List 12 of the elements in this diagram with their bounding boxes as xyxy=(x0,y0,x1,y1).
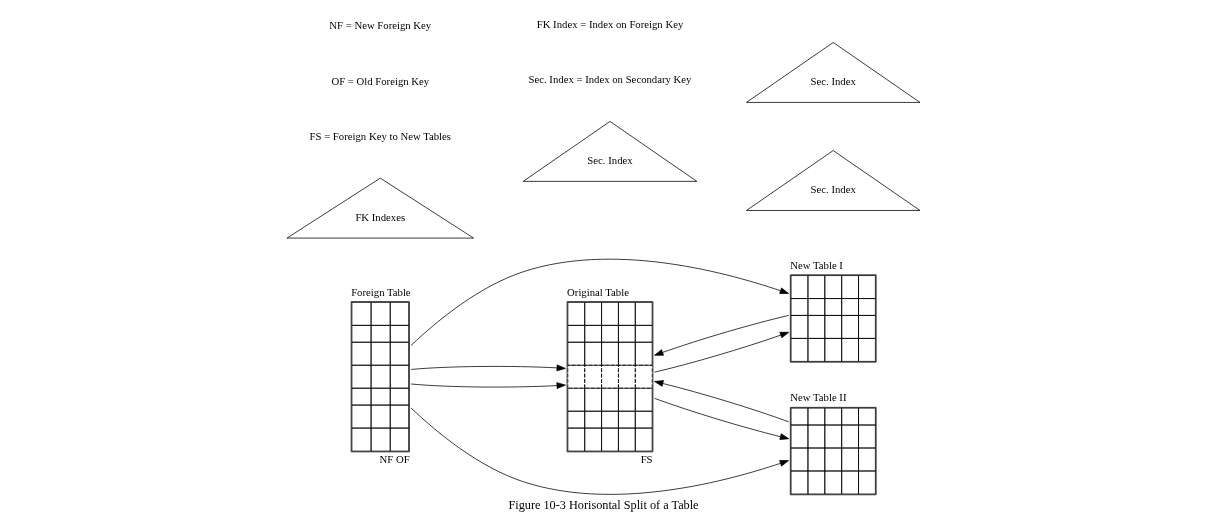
label: NF = New Foreign Key xyxy=(329,19,432,32)
caption: Figure 10-3 Horisontal Split of a Table xyxy=(508,497,699,512)
label: FK Index = Index on Foreign Key xyxy=(536,17,684,30)
label: Sec. Index = Index on Secondary Key xyxy=(528,72,692,85)
node-label: FS xyxy=(640,453,653,466)
label: FS = Foreign Key to New Tables xyxy=(309,129,451,142)
node-label: New Table I xyxy=(790,258,843,271)
node-label: Foreign Table xyxy=(351,285,411,298)
label: OF = Old Foreign Key xyxy=(331,74,430,87)
node-label: New Table II xyxy=(790,391,847,404)
node-label: NF OF xyxy=(379,453,410,466)
node-label: Original Table xyxy=(567,285,629,298)
